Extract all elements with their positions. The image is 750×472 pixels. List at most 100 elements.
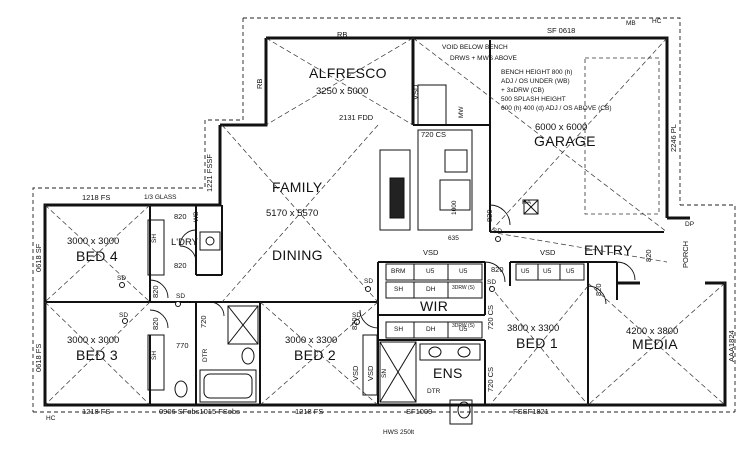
roof-diagonals xyxy=(44,37,726,406)
room-name-entry: ENTRY xyxy=(584,242,633,258)
label-sfobs: 0906 SFobs1015 FSobs xyxy=(159,407,240,416)
room-name-ldry: L'DRY xyxy=(171,237,198,248)
room-size-bed3: 3000 x 3000 xyxy=(67,335,120,346)
label-sh-2: SH xyxy=(151,350,158,360)
room-name-bed3: BED 3 xyxy=(76,347,118,363)
label-sh-1: SH xyxy=(151,233,158,243)
room-name-alfresco: ALFRESCO xyxy=(309,65,387,81)
label-720cs-bed1: 720 CS xyxy=(486,304,495,330)
room-size-bed4: 3000 x 3000 xyxy=(67,236,120,247)
garage-bench-outline xyxy=(584,57,660,215)
door-width-635: 635 xyxy=(448,235,459,242)
label-dtr-2: DTR xyxy=(202,348,209,362)
label-u5-1: U5 xyxy=(426,268,435,275)
label-3drw-a: 3DRW (S) xyxy=(452,285,475,291)
room-name-garage: GARAGE xyxy=(534,133,596,149)
label-brm: BRM xyxy=(391,268,406,275)
label-hc-top-right: HC xyxy=(652,18,662,25)
room-size-bed2: 3000 x 3300 xyxy=(285,335,338,346)
door-width-2: 820 xyxy=(174,261,187,270)
label-0618-fs: 0618 FS xyxy=(34,343,43,372)
note-bench-height: BENCH HEIGHT 800 (h) xyxy=(501,69,573,76)
label-ra: RA xyxy=(522,199,532,206)
door-width-1: 820 xyxy=(174,212,187,221)
label-u5-6: U5 xyxy=(459,326,468,333)
label-vsd-3: VSD xyxy=(411,84,420,100)
label-sf0618: SF 0618 xyxy=(547,26,576,35)
label-sn: SN xyxy=(381,368,388,378)
label-hws: HWS 250lt xyxy=(383,429,415,436)
room-name-media: MEDIA xyxy=(632,336,678,352)
internal-walls xyxy=(45,40,664,405)
label-fssf1821: FSSF1821 xyxy=(513,407,549,416)
note-void-below: VOID BELOW BENCH xyxy=(442,44,508,51)
label-1218fs-bottom-mid: 1218 FS xyxy=(295,407,324,416)
door-width-6: 820 xyxy=(485,209,494,222)
label-2131-fdd: 2131 FDD xyxy=(339,113,374,122)
label-sd-1: SD xyxy=(117,275,127,282)
room-size-garage: 6000 x 6000 xyxy=(535,122,588,133)
wir-shelving xyxy=(147,219,585,396)
wet-areas xyxy=(174,199,539,425)
label-sd-7: SD xyxy=(487,279,497,286)
label-sd-4: SD xyxy=(364,278,374,285)
note-splash: 500 SPLASH HEIGHT xyxy=(501,96,566,103)
label-aaa1824: AAA1824 xyxy=(727,330,736,362)
label-sd-5: SD xyxy=(352,312,362,319)
room-size-family: 5170 x 5570 xyxy=(266,208,319,219)
door-width-770: 770 xyxy=(176,341,189,350)
label-vsd-bed1: VSD xyxy=(540,248,556,257)
label-wb: WB xyxy=(193,211,200,222)
door-width-4: 820 xyxy=(151,317,160,330)
label-rb-left: RB xyxy=(255,78,264,89)
room-name-wir: WIR xyxy=(420,298,449,314)
room-name-family: FAMILY xyxy=(272,179,323,195)
room-name-dining: DINING xyxy=(272,247,323,263)
label-u5-5: U5 xyxy=(566,268,575,275)
door-width-3: 820 xyxy=(151,285,160,298)
label-hc-bottom-left: HC xyxy=(46,415,56,422)
room-size-alfresco: 3250 x 5000 xyxy=(316,86,369,97)
note-adj-above: 600 (h) 400 (d) ADJ / OS ABOVE (CB) xyxy=(501,105,612,112)
note-adj-os: ADJ / OS UNDER (WB) xyxy=(501,78,570,85)
label-mb: MB xyxy=(626,20,636,27)
label-sd-3: SD xyxy=(176,293,186,300)
room-name-ens: ENS xyxy=(433,365,463,381)
room-size-bed1: 3800 x 3300 xyxy=(507,323,560,334)
label-dh-1: DH xyxy=(426,286,436,293)
kitchen xyxy=(379,84,473,231)
label-dh-2: DH xyxy=(426,326,436,333)
room-name-porch: PORCH xyxy=(681,240,690,268)
label-sd-6: SD xyxy=(493,228,503,235)
label-vsd-1: VSD xyxy=(351,365,360,381)
door-width-9: 820 xyxy=(644,249,653,262)
label-1218fs-top: 1218 FS xyxy=(82,193,111,202)
label-sd-2: SD xyxy=(119,312,129,319)
label-sf1009: SF1009 xyxy=(406,407,433,416)
label-rb-top: RB xyxy=(337,30,348,39)
label-3drw-b: 3DRW (S) xyxy=(452,323,475,329)
room-size-media: 4200 x 3800 xyxy=(626,326,679,337)
label-720cs-ens: 720 CS xyxy=(486,366,495,392)
label-vsd-4: VSD xyxy=(423,248,439,257)
label-dp: DP xyxy=(685,221,695,228)
room-name-bed4: BED 4 xyxy=(76,248,118,264)
note-3drw: + 3xDRW (CB) xyxy=(501,87,545,94)
label-0618-sf: 0618 SF xyxy=(34,243,43,272)
eave-lines xyxy=(32,17,736,413)
door-swings xyxy=(149,204,636,329)
label-mw: MW xyxy=(458,106,465,118)
label-1221-fssf: 1221 FSSF xyxy=(205,154,214,192)
label-u5-3: U5 xyxy=(521,268,530,275)
label-sh-4: SH xyxy=(394,326,404,333)
door-width-1000: 1000 xyxy=(451,200,458,215)
room-name-bed2: BED 2 xyxy=(294,347,336,363)
door-width-720-ens: 720 xyxy=(199,315,208,328)
smoke-detectors xyxy=(119,236,501,325)
label-u5-4: U5 xyxy=(543,268,552,275)
label-vsd-2: VSD xyxy=(366,365,375,381)
label-1218fs-bottom-left: 1218 FS xyxy=(82,407,111,416)
label-glass: 1/3 GLASS xyxy=(144,194,177,201)
note-drws-mws: DRWS + MWS ABOVE xyxy=(450,55,517,62)
